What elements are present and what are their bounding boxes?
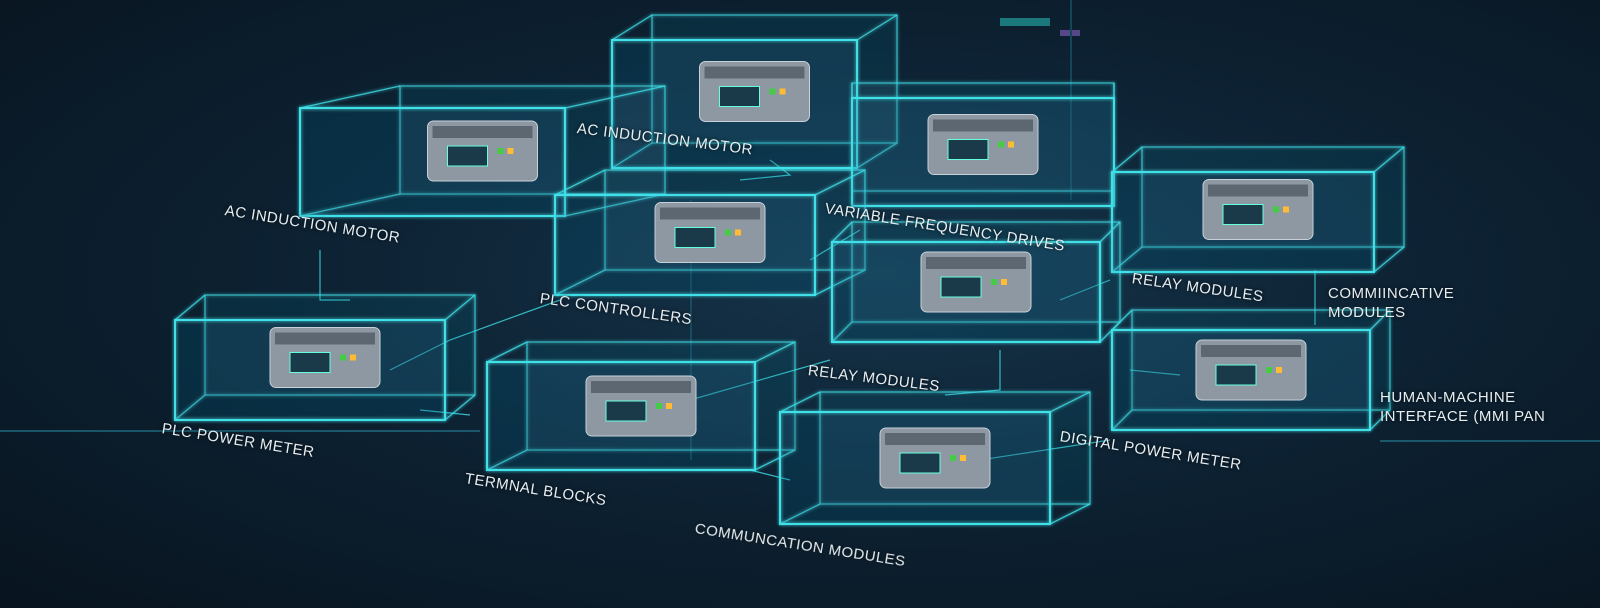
device-plc-power-meter-image	[269, 327, 381, 388]
device-plc-controllers-image	[654, 202, 766, 263]
label-line: MODULES	[1328, 304, 1406, 321]
device-communication-modules-image	[879, 427, 991, 489]
device-hmi-image	[1195, 339, 1307, 401]
device-vfd-image	[927, 114, 1039, 175]
label-human-machine-interface: HUMAN-MACHINE INTERFACE (MMI PAN	[1380, 388, 1545, 426]
device-terminal-blocks-image	[585, 375, 697, 437]
label-communicative-modules: COMMIINCATIVE MODULES	[1328, 284, 1454, 322]
device-ac-motor-top-image	[699, 61, 810, 122]
label-line: HUMAN-MACHINE	[1380, 389, 1516, 406]
device-relay-mid-image	[920, 251, 1032, 313]
device-relay-right-image	[1202, 179, 1314, 240]
device-ac-motor-left-image	[427, 120, 538, 182]
label-line: COMMIINCATIVE	[1328, 285, 1455, 302]
label-line: INTERFACE (MMI PAN	[1380, 408, 1546, 425]
